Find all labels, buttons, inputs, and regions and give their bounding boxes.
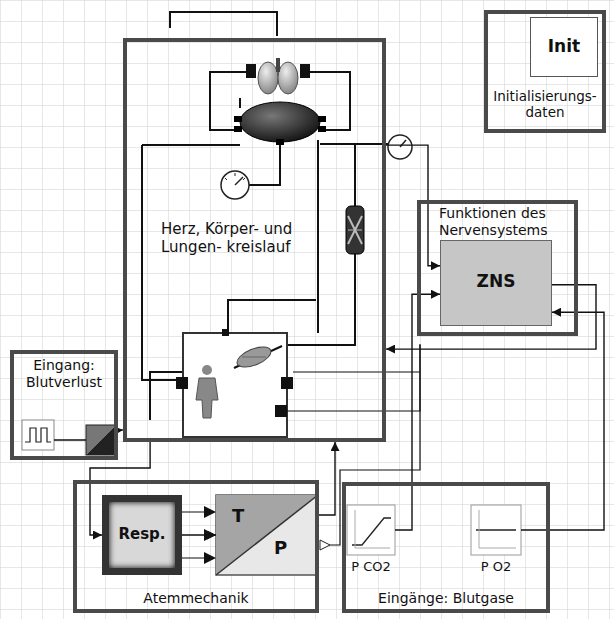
node-label: Eingänge: Blutgase (346, 590, 546, 607)
blood-gas-sources-part (479, 510, 516, 548)
blood-gas-sources-part (352, 518, 391, 545)
node-label: T (232, 505, 256, 527)
circulation-wires-part (170, 12, 277, 36)
node-label: Herz, Körper- und Lungen- kreislauf (161, 220, 301, 256)
circulation-group: Herz, Körper- und Lungen- kreislauf (123, 38, 386, 442)
body-compartment-part (176, 377, 188, 389)
lungs-symbol-part (246, 64, 256, 78)
resp-block: Resp. (102, 495, 182, 575)
node-label: Resp. (109, 525, 175, 543)
signal-connector (386, 145, 440, 266)
heart-pump-part (318, 116, 326, 122)
tp-block: TP (216, 495, 318, 575)
body-compartment-part (202, 365, 212, 375)
node-label: P O2 (464, 559, 528, 575)
init-block: Init (530, 17, 598, 77)
blood-gas-group: Eingänge: Blutgase P CO2 P O2 (342, 482, 550, 613)
blood-gas-sources-part (355, 510, 390, 548)
blood-loss-source (22, 420, 116, 455)
node-label: Init (531, 36, 597, 56)
pressure-gauges-part (388, 135, 412, 159)
circulation-wires-part (249, 142, 280, 185)
init-group: Initialisierungs- daten Init (484, 10, 606, 133)
lungs-symbol-part (276, 58, 280, 72)
lungs-symbol-part (300, 64, 310, 78)
circulation-wires-part (142, 145, 177, 380)
breathing-group: Atemmechanik Resp. TP (73, 480, 319, 613)
pressure-gauges-part (221, 171, 249, 199)
tp-converter-part (320, 540, 330, 550)
circulation-wires-part (228, 300, 316, 333)
blood-gas-sources-part (476, 529, 516, 530)
blood-gas-sources-part (347, 505, 395, 555)
blood-loss-source-part (86, 425, 116, 455)
heart-pump-part (234, 126, 242, 132)
nervous-system-group: Funktionen des NervensystemsZNS (417, 200, 578, 336)
blood-loss-group: Eingang: Blutverlust (10, 350, 118, 460)
blood-gas-sources (347, 505, 521, 555)
body-compartment-part (196, 378, 218, 418)
heart-pump-part (318, 126, 326, 132)
signal-connector (521, 312, 604, 530)
blood-loss-source-part (54, 439, 86, 441)
node-label: Funktionen des Nervensystems (439, 205, 575, 239)
signal-connector (182, 534, 216, 535)
valve-symbol-part (348, 216, 362, 244)
heart-pump-part (240, 102, 320, 142)
lungs-symbol-part (258, 62, 278, 94)
body-compartment-part (287, 344, 420, 411)
body-compartment-part (242, 357, 266, 358)
circulation-wires-part (317, 140, 319, 333)
heart-pump (234, 102, 326, 145)
node-label: P CO2 (339, 559, 403, 575)
node-label: ZNS (441, 271, 551, 291)
lungs-symbol (246, 58, 310, 94)
signal-connector (318, 442, 335, 515)
circulation-wires-part (287, 254, 355, 372)
body-compartment-part (234, 343, 273, 371)
valve-symbol-part (348, 230, 362, 231)
tp-converter-part (216, 495, 318, 575)
pressure-gauges-part (235, 177, 243, 185)
circulation-wires-part (142, 144, 240, 146)
pco2-source: P CO2 (347, 505, 395, 555)
node-label: Initialisierungs- daten (488, 88, 602, 120)
tp-converter-part (216, 495, 318, 575)
tp-converter-part (216, 495, 318, 575)
body-compartment-part (275, 405, 287, 417)
heart-pump-part (234, 116, 242, 122)
node-label: Eingang: Blutverlust (14, 357, 114, 391)
body-compartment-part (222, 329, 229, 336)
body-compartment-part (281, 377, 293, 389)
po2-source: P O2 (471, 505, 521, 555)
lungs-symbol-part (278, 62, 298, 94)
body-compartment-part (183, 333, 287, 437)
blood-loss-source-part (22, 420, 54, 450)
blood-gas-sources-part (471, 505, 521, 555)
circulation-wires-part (239, 98, 241, 108)
zns-block: ZNS (440, 240, 552, 326)
node-label: Atemmechanik (77, 590, 315, 607)
circulation-wires-part (320, 144, 355, 206)
circulation-wires (142, 12, 388, 420)
blood-loss-source-part (25, 428, 51, 442)
heart-pump-part (276, 139, 284, 145)
body-compartment-part (293, 371, 420, 372)
pressure-gauges-part (225, 173, 245, 180)
node-label: P (274, 537, 298, 559)
valve-symbol (346, 206, 364, 254)
valve-symbol-part (346, 206, 364, 254)
pressure-gauges-part (400, 140, 406, 147)
